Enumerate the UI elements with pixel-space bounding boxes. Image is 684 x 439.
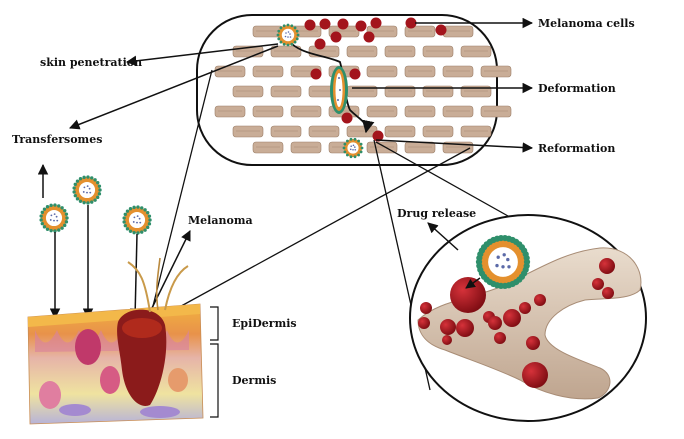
tissue-cell (346, 45, 378, 58)
label-deformation: Deformation (538, 82, 616, 95)
melanoma-cell (349, 68, 361, 80)
tissue-cell (270, 85, 302, 98)
vessel-zoom-circle (409, 214, 647, 422)
release-arrow (465, 277, 481, 289)
melanoma-cell (519, 302, 531, 314)
tissue-cell (384, 125, 416, 138)
melanoma-cell (522, 362, 548, 388)
melanoma-cell (488, 316, 502, 330)
tissue-cell (480, 105, 512, 118)
melanoma-cell (442, 335, 452, 345)
label-reformation: Reformation (538, 142, 615, 155)
drug-release-arrow (427, 222, 459, 251)
transfersome-releasing (475, 234, 531, 290)
vessel-melanoma-cells (418, 258, 615, 388)
melanoma-cell (405, 17, 417, 29)
melanoma-cell (456, 319, 474, 337)
melanoma-cell (355, 20, 367, 32)
melanoma-cell (314, 38, 326, 50)
tissue-cell (404, 141, 436, 154)
melanoma-cell (418, 317, 430, 329)
melanoma-cells-in-tissue (304, 17, 447, 142)
melanoma-cell (503, 309, 521, 327)
tissue-cell (270, 45, 302, 58)
layer-brackets (210, 306, 219, 418)
transfersome-vesicle (39, 203, 69, 233)
tissue-cell (460, 45, 492, 58)
transfersome-vesicle (475, 234, 531, 290)
melanoma-cell (420, 302, 432, 314)
tissue-cell (252, 65, 284, 78)
melanoma-cell (602, 287, 614, 299)
tissue-cell (460, 125, 492, 138)
tissue-cell (290, 141, 322, 154)
label-epidermis: EpiDermis (232, 317, 297, 330)
melanoma-cell (599, 258, 615, 274)
melanoma-cell (494, 332, 506, 344)
label-skin-penetration: skin penetration (40, 56, 142, 69)
transfersomes-group (39, 175, 152, 235)
tissue-cell (366, 105, 398, 118)
transfersome-vesicle (72, 175, 102, 205)
tissue-cell (308, 125, 340, 138)
tissue-cell (232, 125, 264, 138)
melanoma-cell (341, 112, 353, 124)
melanoma-cell (526, 336, 540, 350)
tissue-cell (252, 105, 284, 118)
tissue-cell (404, 65, 436, 78)
tissue-cell (252, 141, 284, 154)
tissue-cell (422, 125, 454, 138)
tissue-cell (366, 25, 398, 38)
tissue-cell (290, 105, 322, 118)
label-dermis: Dermis (232, 374, 276, 387)
transfersome-vesicle (122, 205, 152, 235)
tissue-cell (442, 65, 474, 78)
tissue-cell (422, 45, 454, 58)
tissue-cell (480, 65, 512, 78)
melanoma-cell (370, 17, 382, 29)
tissue-cell (366, 65, 398, 78)
tissue-cell (232, 85, 264, 98)
tissue-zoom-box (196, 14, 512, 166)
melanoma-cell (363, 31, 375, 43)
tissue-cell (270, 125, 302, 138)
label-drug-release: Drug release (397, 207, 476, 220)
melanoma-cell (310, 68, 322, 80)
transfersome-reforming (342, 137, 364, 159)
melanoma-cell (304, 19, 316, 31)
melanoma-cell (592, 278, 604, 290)
label-transfersomes: Transfersomes (12, 133, 102, 146)
melanoma-cell (435, 24, 447, 36)
melanoma-cell (337, 18, 349, 30)
transfersome-vesicle (342, 137, 364, 159)
label-melanoma-cells: Melanoma cells (538, 17, 635, 30)
tissue-cell (214, 105, 246, 118)
transfersome-vesicle (276, 23, 300, 47)
tissue-cell (384, 45, 416, 58)
melanoma-cell (319, 18, 331, 30)
tissue-cell (404, 105, 436, 118)
tissue-cell (404, 25, 436, 38)
tissue-cell (442, 25, 474, 38)
skin-cross-section (27, 257, 204, 425)
transfersome-deforming (330, 66, 348, 114)
melanoma-cell (372, 130, 384, 142)
melanoma-cell (534, 294, 546, 306)
melanoma-cell (440, 319, 456, 335)
tissue-cell (442, 105, 474, 118)
tissue-cells (214, 25, 512, 154)
transfersome-entry (276, 23, 300, 47)
tissue-cell (214, 65, 246, 78)
melanoma-cell (450, 277, 486, 313)
tissue-cell (346, 125, 378, 138)
label-melanoma: Melanoma (188, 214, 253, 227)
melanoma-cell (330, 31, 342, 43)
box-arrows (69, 17, 534, 153)
